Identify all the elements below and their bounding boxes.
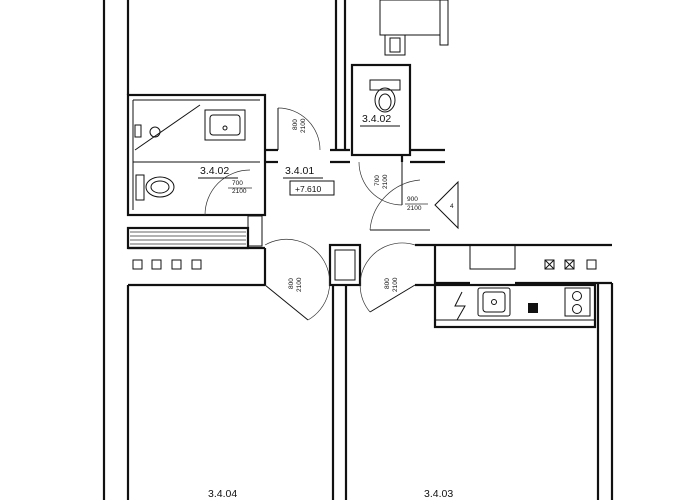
door-room-right (359, 242, 416, 313)
toilet-icon (135, 174, 175, 201)
wc-toilet-icon (369, 79, 401, 113)
dim-room-right-w: 800 (384, 278, 391, 289)
section-marker: 4 (434, 180, 459, 230)
section-marker-label: 4 (450, 203, 454, 210)
electric-symbol-icon (454, 291, 466, 321)
dim-room-right-h: 2100 (392, 277, 399, 292)
room-label-room-left: 3.4.04 (208, 488, 237, 500)
kitchen-sink-icon (477, 287, 511, 317)
room-label-hall: 3.4.01 (285, 165, 314, 177)
level-marker: +7.610 (295, 184, 322, 194)
dim-hall-door: 800 2100 (292, 118, 307, 133)
dim-room-right-door: 800 2100 (384, 277, 399, 292)
room-label-bathroom: 3.4.02 (200, 165, 229, 177)
door-hall-top (277, 107, 321, 151)
dim-hall-h: 2100 (300, 118, 307, 133)
door-wc (358, 161, 403, 206)
walls (102, 0, 614, 500)
dim-hall-w: 800 (292, 119, 299, 130)
dim-wc-w: 700 (374, 175, 381, 186)
door-bath (204, 169, 251, 216)
dim-entry-door: 900 2100 (405, 196, 428, 212)
kitchen-counter (433, 283, 597, 329)
dim-room-left-w: 800 (288, 278, 295, 289)
room-label-room-right: 3.4.03 (424, 488, 453, 500)
door-entry (369, 179, 430, 231)
dim-bath-h: 2100 (232, 188, 247, 195)
fridge-icon (528, 303, 538, 313)
sink-icon (204, 109, 246, 141)
dim-room-left-h: 2100 (296, 277, 303, 292)
dim-wc-h: 2100 (382, 174, 389, 189)
room-label-wc: 3.4.02 (362, 113, 391, 125)
dim-wc-door: 700 2100 (374, 174, 389, 189)
level-marker-box (289, 180, 335, 196)
dim-bath-door: 700 2100 (228, 180, 252, 195)
dim-bath-w: 700 (232, 180, 243, 187)
ventilation-squares (132, 259, 202, 270)
dim-entry-w: 900 (407, 196, 418, 203)
kitchen-vent-icons (544, 259, 597, 270)
door-room-left (264, 238, 331, 321)
stove-icon (564, 287, 591, 317)
dim-entry-h: 2100 (407, 205, 422, 212)
dim-room-left-door: 800 2100 (288, 277, 303, 292)
shower-icon (134, 104, 201, 151)
